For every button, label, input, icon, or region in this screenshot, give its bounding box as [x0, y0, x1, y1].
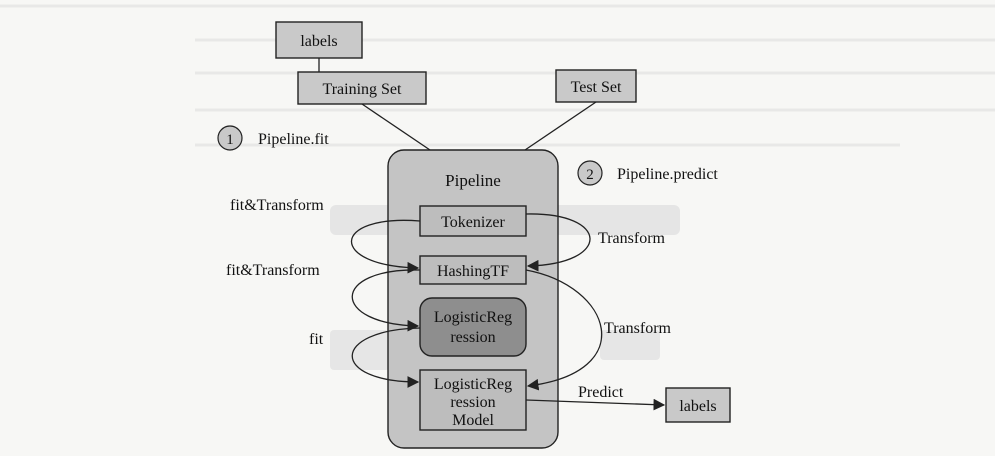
training-feed-line: [361, 103, 431, 151]
predict-label: Predict: [578, 384, 624, 401]
step-2-number: 2: [586, 167, 594, 183]
training-set-text: Training Set: [323, 81, 403, 98]
predict-arrow: [525, 398, 666, 411]
transform-label-2: Transform: [604, 320, 672, 337]
hashingtf-text: HashingTF: [437, 263, 509, 280]
fit-transform-arc-2: [351, 269, 421, 332]
output-labels-box: [665, 387, 731, 423]
pipeline-title: Pipeline: [445, 171, 501, 190]
fit-transform-label-2: fit&Transform: [226, 262, 320, 279]
top-labels-text: labels: [300, 33, 337, 50]
logistic-regression-line-2: ression: [450, 329, 495, 346]
step-1-badge: [217, 125, 243, 151]
logistic-regression-model-line-3: Model: [452, 412, 494, 429]
step-2-label: Pipeline.predict: [617, 166, 718, 183]
fit-label: fit: [309, 331, 324, 348]
logistic-regression-model-line-2: ression: [450, 394, 495, 411]
tokenizer-box: [419, 205, 527, 237]
step-1-label: Pipeline.fit: [258, 131, 329, 148]
output-labels-text: labels: [679, 398, 716, 415]
test-set-text: Test Set: [571, 79, 622, 96]
step-1-number: 1: [226, 132, 234, 148]
logistic-regression-model-box: [419, 369, 527, 431]
logistic-regression-model-line-1: LogisticReg: [434, 376, 512, 393]
training-set-box: [297, 71, 427, 105]
test-feed-line: [524, 101, 597, 151]
logistic-regression-line-1: LogisticReg: [434, 309, 512, 326]
logistic-regression-box: [419, 297, 527, 357]
top-labels-box: [275, 21, 363, 59]
tokenizer-text: Tokenizer: [441, 214, 505, 231]
fit-transform-label-1: fit&Transform: [230, 197, 324, 214]
step-2-badge: [577, 160, 603, 186]
fit-arc: [351, 327, 421, 388]
transform-arc-1: [525, 213, 591, 272]
transform-label-1: Transform: [598, 230, 666, 247]
test-set-box: [555, 69, 637, 103]
transform-arc-2: [525, 269, 603, 391]
fit-transform-arc-1: [350, 219, 421, 274]
